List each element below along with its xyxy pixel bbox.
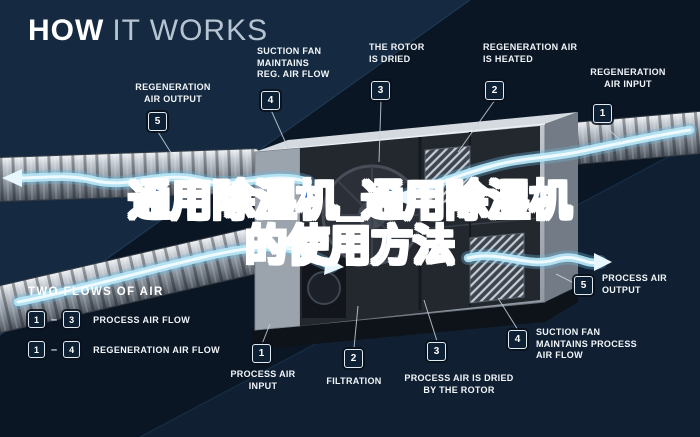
desiccant-rotor [321, 164, 423, 266]
step-badge-reg-fan: 4 [261, 91, 280, 110]
step-badge-reg-output: 5 [148, 112, 167, 131]
legend-badge-regen-from: 1 [28, 341, 45, 358]
step-badge-air-heated: 2 [485, 81, 504, 100]
regeneration-air-output-flow [2, 169, 315, 190]
legend-badge-process-to: 3 [63, 311, 81, 328]
legend-badge-process-from: 1 [28, 311, 45, 328]
legend-label-regeneration: REGENERATION AIR FLOW [93, 344, 221, 355]
step-badge-filtration: 2 [344, 349, 363, 368]
step-badge-proc-dried: 3 [427, 342, 446, 361]
unit-base [252, 287, 578, 350]
legend: TWO FLOWS OF AIR 1 – 3 PROCESS AIR FLOW … [28, 286, 220, 358]
callout-regeneration-air-input: REGENERATION AIR INPUT [590, 67, 666, 89]
leader-lines [157, 99, 623, 349]
callout-regeneration-air-output: REGENERATION AIR OUTPUT [135, 82, 211, 104]
step-badge-proc-input: 1 [252, 344, 271, 363]
legend-row-regeneration: 1 – 4 REGENERATION AIR FLOW [28, 341, 220, 358]
callout-filtration: FILTRATION [326, 376, 382, 386]
dehumidifier-unit [252, 112, 578, 350]
callout-suction-fan-reg: SUCTION FAN MAINTAINS REG. AIR FLOW [257, 46, 330, 80]
legend-badge-regen-to: 4 [63, 341, 81, 358]
callout-rotor-is-dried: THE ROTOR IS DRIED [369, 42, 425, 64]
process-air-input-flow [11, 239, 344, 309]
legend-label-process: PROCESS AIR FLOW [93, 314, 191, 325]
callout-suction-fan-process: SUCTION FAN MAINTAINS PROCESS AIR FLOW [536, 327, 637, 361]
legend-dash: – [51, 313, 58, 326]
unit-top-face [255, 112, 578, 152]
title-bold: HOW [28, 14, 105, 47]
callout-process-air-input: PROCESS AIR INPUT [230, 369, 296, 391]
step-badge-reg-input: 1 [593, 104, 612, 123]
step-badge-rotor-dried: 3 [371, 81, 390, 100]
title-light: IT WORKS [112, 14, 269, 47]
regeneration-output-duct [0, 148, 262, 203]
legend-dash: – [51, 343, 58, 356]
callout-process-air-output: PROCESS AIR OUTPUT [602, 273, 667, 295]
legend-heading: TWO FLOWS OF AIR [28, 286, 164, 298]
step-badge-proc-fan: 4 [508, 330, 527, 349]
step-badge-proc-output: 5 [574, 276, 593, 295]
chinese-watermark-text: 通用除湿机_通用除湿机 的使用方法 [127, 177, 572, 270]
callout-regeneration-air-heated: REGENERATION AIR IS HEATED [483, 42, 578, 64]
airflow-ribbons [2, 123, 697, 309]
filter-panel [469, 232, 525, 304]
regeneration-air-input-flow [392, 123, 697, 206]
callout-process-air-dried: PROCESS AIR IS DRIED BY THE ROTOR [404, 373, 514, 395]
process-air-output-flow [461, 248, 612, 271]
legend-row-process: 1 – 3 PROCESS AIR FLOW [28, 311, 220, 328]
